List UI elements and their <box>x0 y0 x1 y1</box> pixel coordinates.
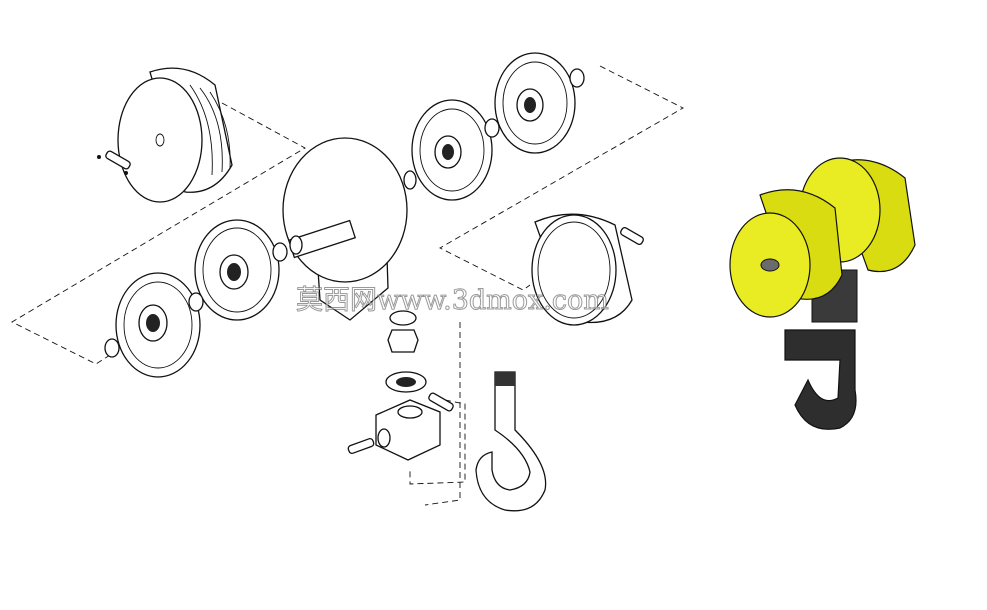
housing-ring-right <box>531 213 644 326</box>
assembled-block-view <box>729 157 916 430</box>
pin-set-left <box>97 150 131 175</box>
sheave-center-front <box>411 99 500 201</box>
nut-and-bearing <box>385 310 427 393</box>
side-plate-with-shaft <box>282 137 417 321</box>
crosshead-block <box>347 392 454 461</box>
housing-drum-left <box>117 67 233 203</box>
sheave-center-back <box>494 52 585 154</box>
watermark-text: 莫西网www.3dmox.com <box>296 285 610 317</box>
assembly-lines <box>11 65 684 506</box>
sheave-left-front <box>104 272 201 378</box>
sheave-left-back <box>188 219 288 321</box>
hook-exploded <box>475 371 547 512</box>
